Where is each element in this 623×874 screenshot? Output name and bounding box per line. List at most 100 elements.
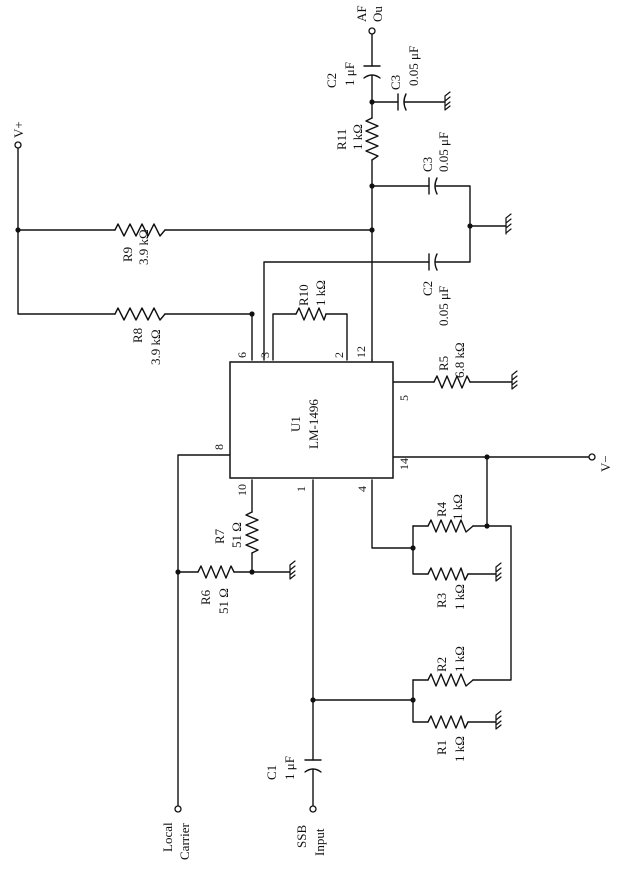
resistor-r6: R6 51 Ω xyxy=(197,565,235,614)
resistor-r2-ref: R2 xyxy=(434,657,449,672)
ground-r3 xyxy=(495,562,502,582)
resistor-r2: R2 1 kΩ xyxy=(427,646,474,687)
terminal-ssb-input-line2: Input xyxy=(312,828,327,856)
resistor-r6-value: 51 Ω xyxy=(216,588,231,614)
capacitor-c2-lower-value: 0.05 μF xyxy=(436,286,451,326)
ground-r7 xyxy=(289,560,296,580)
terminal-af-out: AF Ou xyxy=(354,5,385,35)
resistor-r3-value: 1 kΩ xyxy=(452,584,467,610)
pin-label-5: 5 xyxy=(397,395,411,401)
resistor-r1-ref: R1 xyxy=(434,740,449,755)
capacitor-c1-ref: C1 xyxy=(264,765,279,780)
resistor-r3: R3 1 kΩ xyxy=(427,567,469,610)
resistor-r5-symbol xyxy=(433,375,471,389)
wire-pin4-divider xyxy=(371,479,414,549)
wire-c3-mid-right xyxy=(435,185,471,227)
capacitor-c2-lower: C2 0.05 μF xyxy=(420,253,451,326)
terminal-ssb-input-circle xyxy=(309,805,317,813)
junction-pin10 xyxy=(249,569,255,575)
wire-r7-gnd xyxy=(251,552,291,573)
terminal-local-carrier-circle xyxy=(174,805,182,813)
ic-u1: U1 LM-1496 6 3 2 12 5 14 8 10 1 4 xyxy=(212,346,411,496)
terminal-v-plus-circle xyxy=(14,141,22,149)
capacitor-c2-output-curved-plate xyxy=(363,74,381,79)
junction-dots xyxy=(15,99,490,703)
resistor-r11: R11 1 kΩ xyxy=(334,117,379,161)
resistor-r11-value: 1 kΩ xyxy=(350,124,365,150)
resistor-r8-value: 3.9 kΩ xyxy=(148,329,163,365)
wire-divider2-bus xyxy=(412,679,429,723)
resistor-r3-ref: R3 xyxy=(434,593,449,608)
terminal-ssb-input: SSB Input xyxy=(294,805,327,856)
terminal-af-out-line2: Ou xyxy=(370,6,385,22)
resistor-r7-value: 51 Ω xyxy=(229,522,244,548)
capacitor-c3-mid-ref: C3 xyxy=(420,157,435,172)
pin-label-4: 4 xyxy=(355,486,369,492)
resistor-r4-symbol xyxy=(427,519,474,533)
terminal-v-minus-label: V− xyxy=(598,455,613,472)
resistor-r7-symbol xyxy=(245,511,259,554)
resistor-r5-value: 6.8 kΩ xyxy=(452,342,467,378)
terminal-v-minus: V− xyxy=(588,453,613,472)
pin-label-3: 3 xyxy=(258,352,272,358)
terminal-local-carrier-line1: Local xyxy=(160,822,175,852)
junction-r4 xyxy=(484,523,490,529)
capacitor-c2-output-value: 1 μF xyxy=(342,62,357,86)
pin-label-1: 1 xyxy=(294,486,308,492)
resistor-r10: R10 1 kΩ xyxy=(295,280,328,321)
resistor-r1-symbol xyxy=(427,715,469,729)
resistor-r10-symbol xyxy=(295,307,327,321)
ground-r5 xyxy=(511,370,518,390)
capacitor-c3-output: C3 0.05 μF xyxy=(388,46,421,111)
resistor-r5-ref: R5 xyxy=(436,356,451,371)
resistor-r6-symbol xyxy=(197,565,235,579)
resistor-r8: R8 3.9 kΩ xyxy=(114,307,166,365)
junction-pin1 xyxy=(310,697,316,703)
junction-filter-gnd xyxy=(467,223,473,229)
pin-label-12: 12 xyxy=(354,346,368,358)
pin-label-14: 14 xyxy=(397,458,411,470)
terminal-v-plus: V+ xyxy=(11,121,26,149)
terminal-af-out-circle xyxy=(368,27,376,35)
capacitor-c3-output-curved-plate xyxy=(403,93,407,111)
capacitor-c2-output: C2 1 μF xyxy=(324,62,381,88)
ground-r1 xyxy=(495,710,502,730)
capacitor-c2-lower-curved-plate xyxy=(434,253,438,271)
resistor-r10-value: 1 kΩ xyxy=(313,280,328,306)
capacitor-c3-mid: C3 0.05 μF xyxy=(420,132,451,195)
resistor-r7-ref: R7 xyxy=(212,528,227,544)
resistor-r9-symbol xyxy=(114,223,166,237)
capacitor-c2-lower-ref: C2 xyxy=(420,281,435,296)
resistor-r9-value: 3.9 kΩ xyxy=(136,229,151,265)
terminal-af-out-line1: AF xyxy=(354,5,369,22)
resistor-r6-ref: R6 xyxy=(198,589,213,605)
capacitor-c1-value: 1 μF xyxy=(282,756,297,780)
wire-c2-gnd xyxy=(435,225,471,263)
junction-r8-pin6 xyxy=(249,311,255,317)
pin-label-2: 2 xyxy=(332,352,346,358)
junction-pin4-divider xyxy=(410,545,416,551)
junction-r9-output xyxy=(369,227,375,233)
resistor-r11-ref: R11 xyxy=(334,129,349,150)
wire-pin8-local xyxy=(177,454,231,807)
terminal-ssb-input-line1: SSB xyxy=(294,825,309,848)
resistor-r11-symbol xyxy=(365,117,379,161)
resistor-r3-symbol xyxy=(427,567,469,581)
ic-part-number: LM-1496 xyxy=(306,399,321,449)
capacitor-c2-output-ref: C2 xyxy=(324,73,339,88)
resistor-r1: R1 1 kΩ xyxy=(427,715,469,762)
capacitor-c3-output-value: 0.05 μF xyxy=(406,46,421,86)
terminal-v-plus-label: V+ xyxy=(11,121,26,138)
ground-symbols xyxy=(289,91,518,730)
wiring xyxy=(17,33,590,807)
junction-pin1-divider xyxy=(410,697,416,703)
wire-r4-r2 xyxy=(472,525,512,681)
resistor-r8-ref: R8 xyxy=(130,328,145,343)
ground-c3-output xyxy=(444,91,451,111)
resistor-r1-value: 1 kΩ xyxy=(452,736,467,762)
wire-pin3-r10 xyxy=(272,313,297,361)
terminal-v-minus-circle xyxy=(588,453,596,461)
wire-r10-pin2 xyxy=(325,313,348,361)
